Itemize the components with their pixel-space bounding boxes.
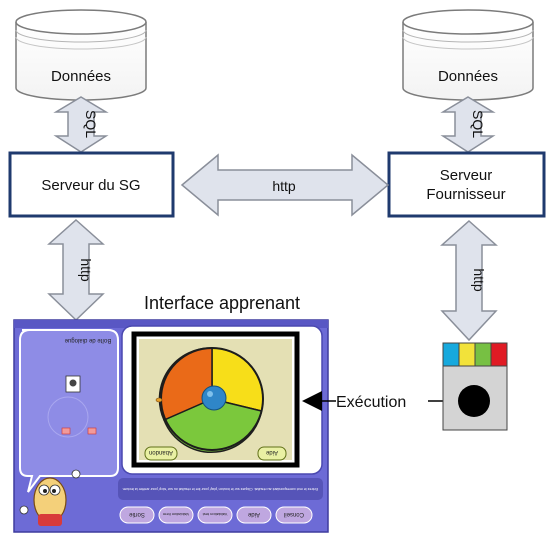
- abandon-button-label: Abandon: [149, 449, 173, 455]
- database-right: Données: [402, 9, 534, 101]
- bottom-button-advice-label: Conseil: [284, 511, 304, 517]
- server-provider-label-line1: Serveur: [440, 167, 493, 184]
- learner-interface-screenshot: Boîte de dialogue: [13, 319, 329, 533]
- sql-right-label: SQL: [470, 110, 486, 138]
- database-left: Données: [15, 9, 147, 101]
- http-left-label: http: [78, 258, 94, 282]
- execution-label: Exécution: [336, 394, 406, 411]
- bottom-button-advice[interactable]: Conseil: [275, 506, 313, 524]
- http-middle-label: http: [272, 178, 296, 194]
- http-arrow-right: http: [440, 219, 498, 342]
- bottom-button-validate-test[interactable]: Validation test: [197, 506, 233, 524]
- provider-device: [442, 342, 508, 431]
- server-sg-label: Serveur du SG: [41, 177, 140, 194]
- sql-arrow-right: SQL: [440, 96, 496, 153]
- bottom-button-help-label: Aide: [247, 511, 260, 517]
- spinning-wheel[interactable]: [155, 347, 264, 453]
- abandon-button[interactable]: Abandon: [144, 446, 178, 461]
- bottom-button-validate-item[interactable]: Validation Item: [158, 506, 194, 524]
- database-right-label: Données: [438, 68, 498, 85]
- server-provider-label-line2: Fournisseur: [426, 186, 505, 203]
- device-color-strip-red: [490, 342, 508, 367]
- http-right-label: http: [471, 268, 487, 292]
- interface-title: Interface apprenant: [144, 293, 300, 313]
- http-arrow-left: http: [47, 218, 105, 322]
- server-provider-box: Serveur Fournisseur: [387, 151, 546, 218]
- execution-arrow: Exécution: [302, 391, 444, 411]
- bottom-button-exit-label: Sortie: [129, 511, 145, 517]
- sql-arrow-left: SQL: [53, 96, 109, 153]
- dialog-small-button-right[interactable]: [87, 427, 97, 435]
- device-color-strip-yellow: [458, 342, 476, 367]
- device-color-strip-cyan: [442, 342, 460, 367]
- device-color-strip-green: [474, 342, 492, 367]
- help-button-panel-label: Aide: [265, 449, 278, 455]
- database-left-label: Données: [51, 68, 111, 85]
- bottom-button-help[interactable]: Aide: [236, 506, 272, 524]
- help-button-panel[interactable]: Aide: [257, 446, 287, 461]
- instruction-text: Entrez le mot correspondant au résultat.…: [122, 487, 318, 492]
- dialog-title: Boîte de dialogue: [64, 337, 111, 343]
- http-arrow-middle: http: [180, 153, 390, 217]
- wheel-center-icon[interactable]: [201, 385, 227, 411]
- dialog-box: Boîte de dialogue: [19, 329, 119, 493]
- server-sg-box: Serveur du SG: [8, 151, 175, 218]
- bottom-button-validate-test-label: Validation test: [202, 512, 228, 517]
- mascot-character: [19, 469, 81, 526]
- bottom-button-exit[interactable]: Sortie: [119, 506, 155, 524]
- sql-left-label: SQL: [83, 110, 99, 138]
- dialog-small-button-left[interactable]: [61, 427, 71, 435]
- device-button-icon: [458, 385, 490, 417]
- bottom-button-validate-item-label: Validation Item: [162, 512, 189, 517]
